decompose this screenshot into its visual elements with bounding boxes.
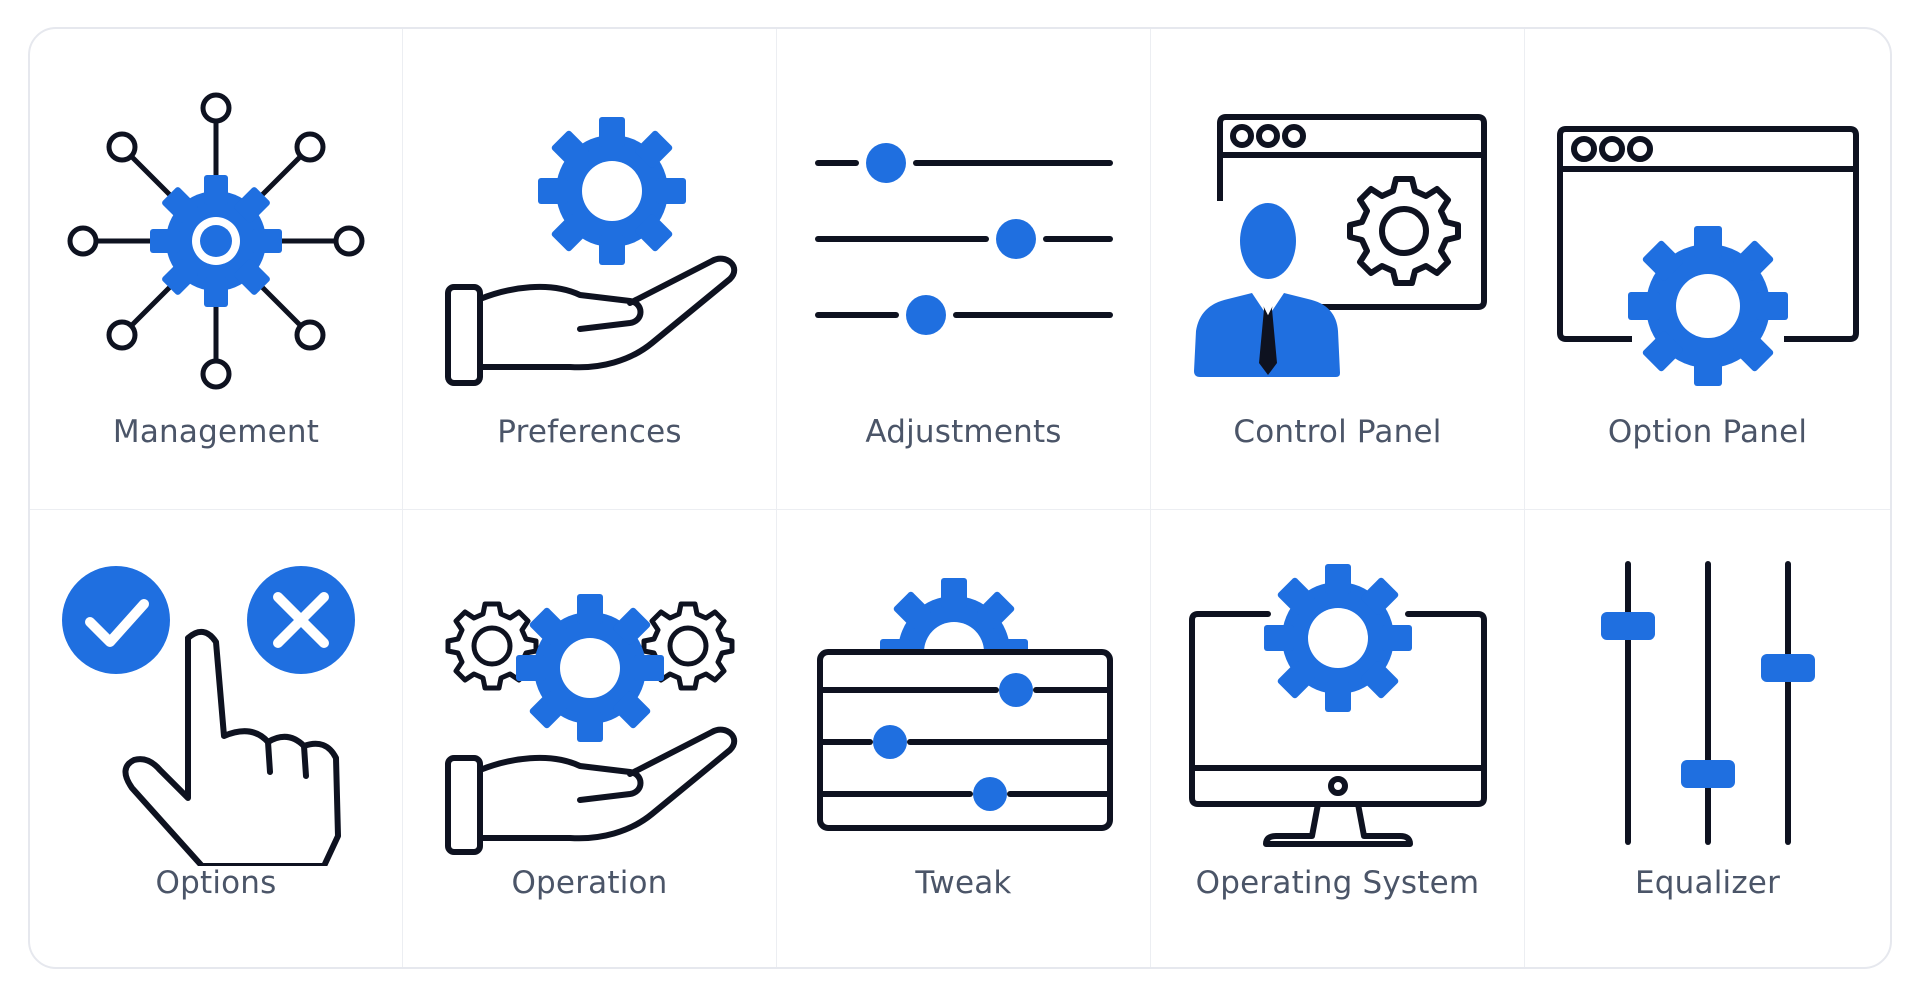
icon-label: Adjustments bbox=[865, 414, 1062, 450]
icon-tile-equalizer: Equalizer bbox=[1525, 510, 1890, 967]
icon-tile-control-panel: Control Panel bbox=[1151, 29, 1525, 510]
icon-set-card: Management bbox=[28, 27, 1892, 969]
hand-gear-icon bbox=[430, 81, 750, 401]
sliders-icon bbox=[804, 81, 1124, 401]
browser-person-gear-icon bbox=[1178, 81, 1498, 401]
icon-label: Preferences bbox=[497, 414, 682, 450]
equalizer-icon bbox=[1548, 546, 1868, 866]
icon-tile-operation: Operation bbox=[403, 510, 777, 967]
icon-label: Tweak bbox=[915, 865, 1012, 901]
monitor-gear-icon bbox=[1178, 546, 1498, 866]
icon-tile-adjustments: Adjustments bbox=[777, 29, 1151, 510]
icon-grid: Management bbox=[30, 29, 1890, 967]
hand-check-cross-icon bbox=[56, 546, 376, 866]
icon-tile-option-panel: Option Panel bbox=[1525, 29, 1890, 510]
panel-sliders-gear-icon bbox=[804, 546, 1124, 866]
icon-label: Equalizer bbox=[1634, 865, 1781, 901]
icon-label: Management bbox=[112, 414, 320, 450]
icon-tile-options: Options bbox=[30, 510, 403, 967]
icon-tile-management: Management bbox=[30, 29, 403, 510]
icon-label: Control Panel bbox=[1233, 414, 1442, 450]
icon-label: Options bbox=[155, 865, 277, 901]
icon-label: Operating System bbox=[1195, 865, 1480, 901]
icon-label: Option Panel bbox=[1607, 414, 1808, 450]
browser-gear-icon bbox=[1548, 81, 1868, 401]
hand-three-gears-icon bbox=[430, 546, 750, 866]
icon-tile-preferences: Preferences bbox=[403, 29, 777, 510]
icon-tile-operating-system: Operating System bbox=[1151, 510, 1525, 967]
management-gear-network-icon bbox=[56, 81, 376, 401]
icon-tile-tweak: Tweak bbox=[777, 510, 1151, 967]
icon-label: Operation bbox=[511, 865, 668, 901]
